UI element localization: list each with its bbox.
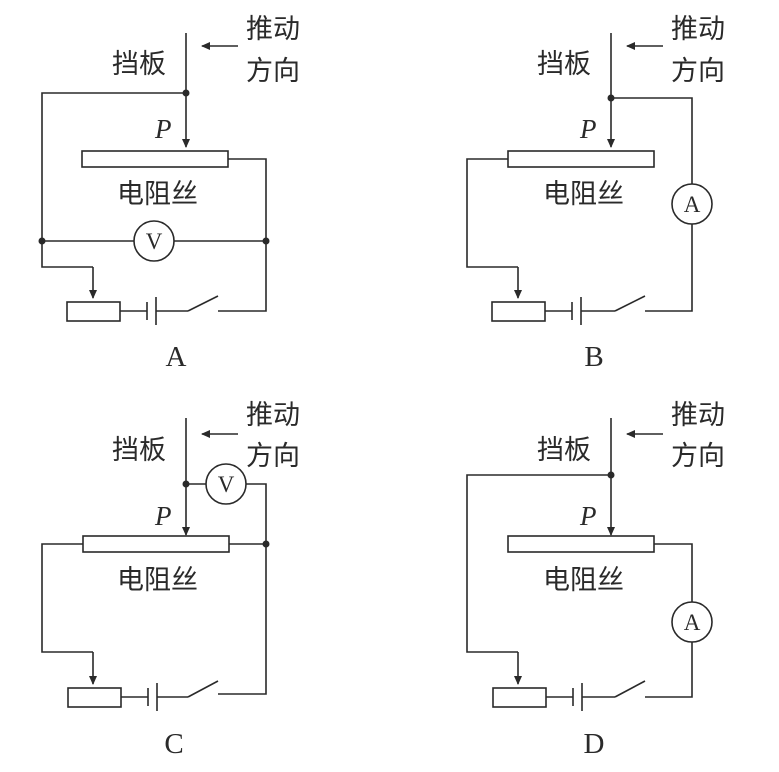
junction-dot: [182, 89, 190, 97]
junction-dot: [262, 540, 270, 548]
voltmeter: [133, 220, 175, 262]
switch: [614, 680, 646, 698]
panel-caption-b: B: [584, 341, 603, 373]
push-direction-label-2: 方向: [246, 56, 300, 87]
push-direction-label-1: 推动: [246, 14, 300, 45]
wire: [218, 483, 267, 695]
slider-p-label: P: [154, 501, 172, 531]
voltmeter-symbol: V: [146, 229, 163, 254]
junction-dot: [182, 480, 190, 488]
voltmeter-symbol: V: [218, 472, 235, 497]
wire: [645, 224, 693, 312]
panel-c: 挡板 推动 方向 P 电阻丝 V C: [41, 400, 300, 760]
rheostat: [67, 687, 122, 708]
slider-p-label: P: [154, 114, 172, 144]
wire: [611, 97, 693, 184]
resistance-wire-label: 电阻丝: [117, 179, 198, 210]
junction-dot: [262, 237, 270, 245]
rheostat: [491, 301, 546, 322]
panel-a: 挡板 推动 方向 P 电阻丝 V A: [38, 14, 300, 373]
panel-caption-a: A: [166, 341, 187, 373]
ammeter: [671, 183, 713, 225]
rheostat: [492, 687, 547, 708]
switch: [614, 295, 646, 312]
baffle-label: 挡板: [112, 435, 166, 466]
ammeter: [671, 601, 713, 643]
resistance-wire: [507, 535, 655, 553]
panel-d: 挡板 推动 方向 P 电阻丝 A D: [466, 400, 725, 760]
push-direction-label-2: 方向: [671, 56, 725, 87]
panel-caption-c: C: [164, 728, 183, 760]
slider-p-label: P: [579, 501, 597, 531]
push-direction-label-1: 推动: [671, 14, 725, 45]
push-direction-label-2: 方向: [671, 441, 725, 472]
wire: [41, 92, 186, 268]
panel-b: 挡板 推动 方向 P 电阻丝 A B: [466, 14, 725, 373]
baffle-label: 挡板: [537, 435, 591, 466]
resistance-wire-label: 电阻丝: [543, 565, 624, 596]
junction-dot: [607, 471, 615, 479]
junction-dot: [607, 94, 615, 102]
rheostat: [66, 301, 121, 322]
resistance-wire: [81, 150, 229, 168]
push-direction-label-2: 方向: [246, 441, 300, 472]
baffle-label: 挡板: [112, 49, 166, 80]
wire: [466, 474, 611, 653]
junction-dot: [38, 237, 46, 245]
resistance-wire-label: 电阻丝: [117, 565, 198, 596]
wire: [466, 158, 518, 268]
switch: [187, 295, 219, 312]
resistance-wire: [507, 150, 655, 168]
resistance-wire-label: 电阻丝: [543, 179, 624, 210]
slider-p-label: P: [579, 114, 597, 144]
wire: [645, 642, 693, 698]
switch: [187, 680, 219, 698]
panel-caption-d: D: [584, 728, 605, 760]
ammeter-symbol: A: [684, 610, 701, 635]
ammeter-symbol: A: [684, 192, 701, 217]
wire: [654, 543, 693, 602]
push-direction-label-1: 推动: [671, 400, 725, 431]
wire: [218, 158, 267, 312]
baffle-label: 挡板: [537, 49, 591, 80]
wire: [41, 543, 93, 653]
push-direction-label-1: 推动: [246, 400, 300, 431]
resistance-wire: [82, 535, 230, 553]
